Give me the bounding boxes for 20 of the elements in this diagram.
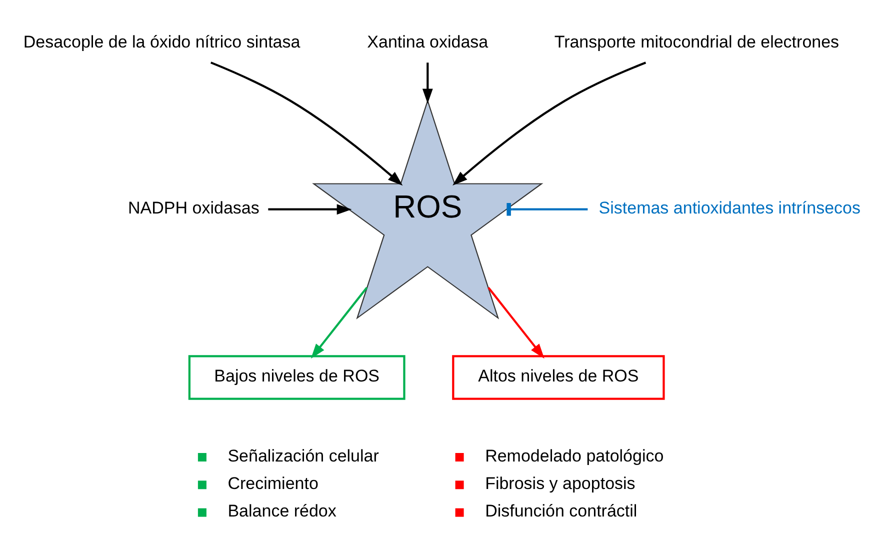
node-label: Fibrosis y apoptosis [485,473,636,492]
connector [506,202,588,216]
node-label: Disfunción contráctil [485,501,638,520]
node-text: Xantina oxidasa [367,32,488,51]
arrow [268,204,352,214]
node-box: Altos niveles de ROS [452,354,665,400]
node-label: Señalización celular [228,446,379,465]
node-text: Transporte mitocondrial de electrones [554,32,840,51]
arrow [310,286,368,358]
node-label: Balance rédox [228,501,336,520]
node-text: NADPH oxidasas [128,198,260,217]
node-label: Remodelado patológico [485,446,664,465]
arrow [210,61,403,186]
arrow [422,62,433,104]
node-box: Bajos niveles de ROS [188,354,406,400]
arrow [488,286,544,358]
arrow [452,61,646,185]
node-text: Desacople de la óxido nítrico sintasa [23,32,300,51]
node-label: Crecimiento [228,473,318,492]
node-text: Sistemas antioxidantes intrínsecos [598,198,861,217]
